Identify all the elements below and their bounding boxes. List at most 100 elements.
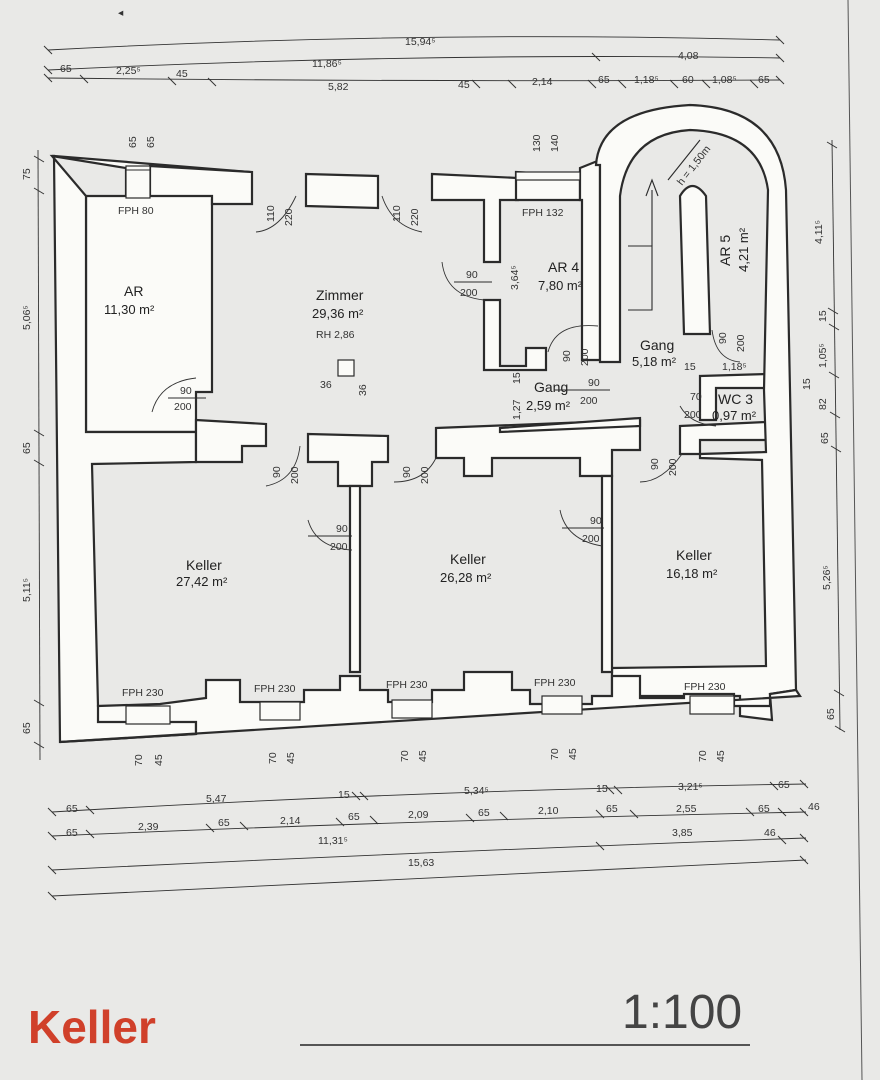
svg-text:5,47: 5,47 [206,793,227,805]
room-keller1-name: Keller [186,557,222,573]
svg-text:70: 70 [399,750,411,762]
svg-text:110: 110 [391,205,403,222]
svg-text:90: 90 [466,269,478,281]
room-ar4-area: 7,80 m² [538,278,583,293]
window-labels: FPH 80 FPH 132 FPH 230 FPH 230 FPH 230 F… [118,205,726,699]
svg-text:200: 200 [174,401,192,413]
dim-left-2: 65 [21,442,33,454]
svg-text:200: 200 [580,395,598,407]
svg-text:200: 200 [579,348,591,366]
svg-text:200: 200 [330,541,348,553]
room-keller2-name: Keller [450,551,486,567]
svg-text:36: 36 [320,379,332,391]
svg-text:65: 65 [758,803,770,815]
room-keller2-area: 26,28 m² [440,570,492,585]
stair-height-label: h = 1,50m [675,143,714,188]
dim-right-2: 1,05⁵ [817,343,829,368]
svg-text:65: 65 [218,817,230,829]
svg-text:200: 200 [289,466,301,484]
dim-right-3: 82 [817,398,829,410]
dim-left-3: 5,11⁵ [21,578,33,602]
svg-text:140: 140 [549,134,561,152]
svg-text:90: 90 [590,515,602,527]
window-ar4 [515,171,581,181]
top-dimension-chains: 15,94⁵ 11,86⁵ 4,08 65 2,25⁵ 45 5,82 45 2… [43,35,785,93]
svg-text:65: 65 [145,136,157,148]
room-ar4-name: AR 4 [548,259,579,275]
window-label-3: FPH 230 [254,683,296,695]
svg-text:65: 65 [478,807,490,819]
svg-text:65: 65 [348,811,360,823]
room-zimmer-height: RH 2,86 [316,329,355,341]
window-keller1 [125,705,171,725]
svg-text:36: 36 [357,384,369,396]
dim-top-r3-5: 2,14 [532,76,553,88]
dim-left-0: 75 [21,168,33,180]
svg-text:65: 65 [127,136,139,148]
room-gang1-area: 5,18 m² [632,354,677,369]
dim-top-r3-3: 5,82 [328,81,349,93]
svg-text:220: 220 [283,208,295,226]
dim-top-total: 15,94⁵ [405,36,436,48]
svg-text:90: 90 [271,466,283,478]
room-gang1-name: Gang [640,337,674,353]
room-keller1-area: 27,42 m² [176,574,228,589]
svg-text:90: 90 [401,466,413,478]
svg-text:15,63: 15,63 [408,857,434,869]
svg-text:45: 45 [567,748,579,760]
room-ar-area: 11,30 m² [104,302,155,317]
drawing-title: Keller [28,1001,156,1053]
svg-text:70: 70 [697,750,709,762]
window-label-0: FPH 80 [118,205,154,217]
room-gang2-name: Gang [534,379,568,395]
dim-top-r3-8: 60 [682,74,694,86]
dim-top-r3-4: 45 [458,79,470,91]
dim-top-r3-1: 2,25⁵ [116,65,141,77]
svg-text:45: 45 [417,750,429,762]
svg-text:200: 200 [460,287,478,299]
dim-left-1: 5,06⁵ [21,305,33,330]
window-label-6: FPH 230 [684,681,726,693]
svg-text:1,27: 1,27 [511,399,523,420]
pillar [337,359,355,377]
svg-text:65: 65 [778,779,790,791]
window-label-2: FPH 230 [122,687,164,699]
scale-rule [300,1044,750,1046]
room-zimmer-name: Zimmer [316,287,364,303]
svg-text:70: 70 [549,748,561,760]
building-walls [49,103,802,744]
svg-text:2,14: 2,14 [280,815,301,827]
window-keller1b [259,701,301,721]
room-keller3-name: Keller [676,547,712,563]
svg-text:2,09: 2,09 [408,809,429,821]
svg-text:90: 90 [649,458,661,470]
dim-top-a: 11,86⁵ [312,58,342,70]
svg-text:2,10: 2,10 [538,805,559,817]
dim-right-0: 4,11⁵ [813,220,825,244]
svg-text:1,18⁵: 1,18⁵ [722,361,747,373]
svg-text:15: 15 [596,783,608,795]
window-label-5: FPH 230 [534,677,576,689]
dim-right-5: 5,26⁵ [821,565,833,590]
window-keller3 [689,695,735,715]
window-ar [125,165,151,199]
svg-text:90: 90 [336,523,348,535]
svg-text:90: 90 [717,332,729,344]
windows [125,165,735,725]
door-swings [151,195,741,551]
window-keller2 [391,699,433,719]
dim-top-r3-7: 1,18⁵ [634,74,659,86]
svg-text:200: 200 [667,458,679,476]
svg-text:70: 70 [133,754,145,766]
svg-text:200: 200 [684,409,702,421]
window-label-1: FPH 132 [522,207,564,219]
svg-text:45: 45 [715,750,727,762]
svg-text:3,21⁵: 3,21⁵ [678,781,703,793]
svg-text:15: 15 [684,361,696,373]
svg-text:200: 200 [582,533,600,545]
svg-text:65: 65 [606,803,618,815]
svg-text:90: 90 [588,377,600,389]
bottom-dimension-chains: 65 5,47 15 5,34⁵ 15 3,21⁵ 65 65 2,39 65 … [47,779,820,901]
svg-text:45: 45 [285,752,297,764]
